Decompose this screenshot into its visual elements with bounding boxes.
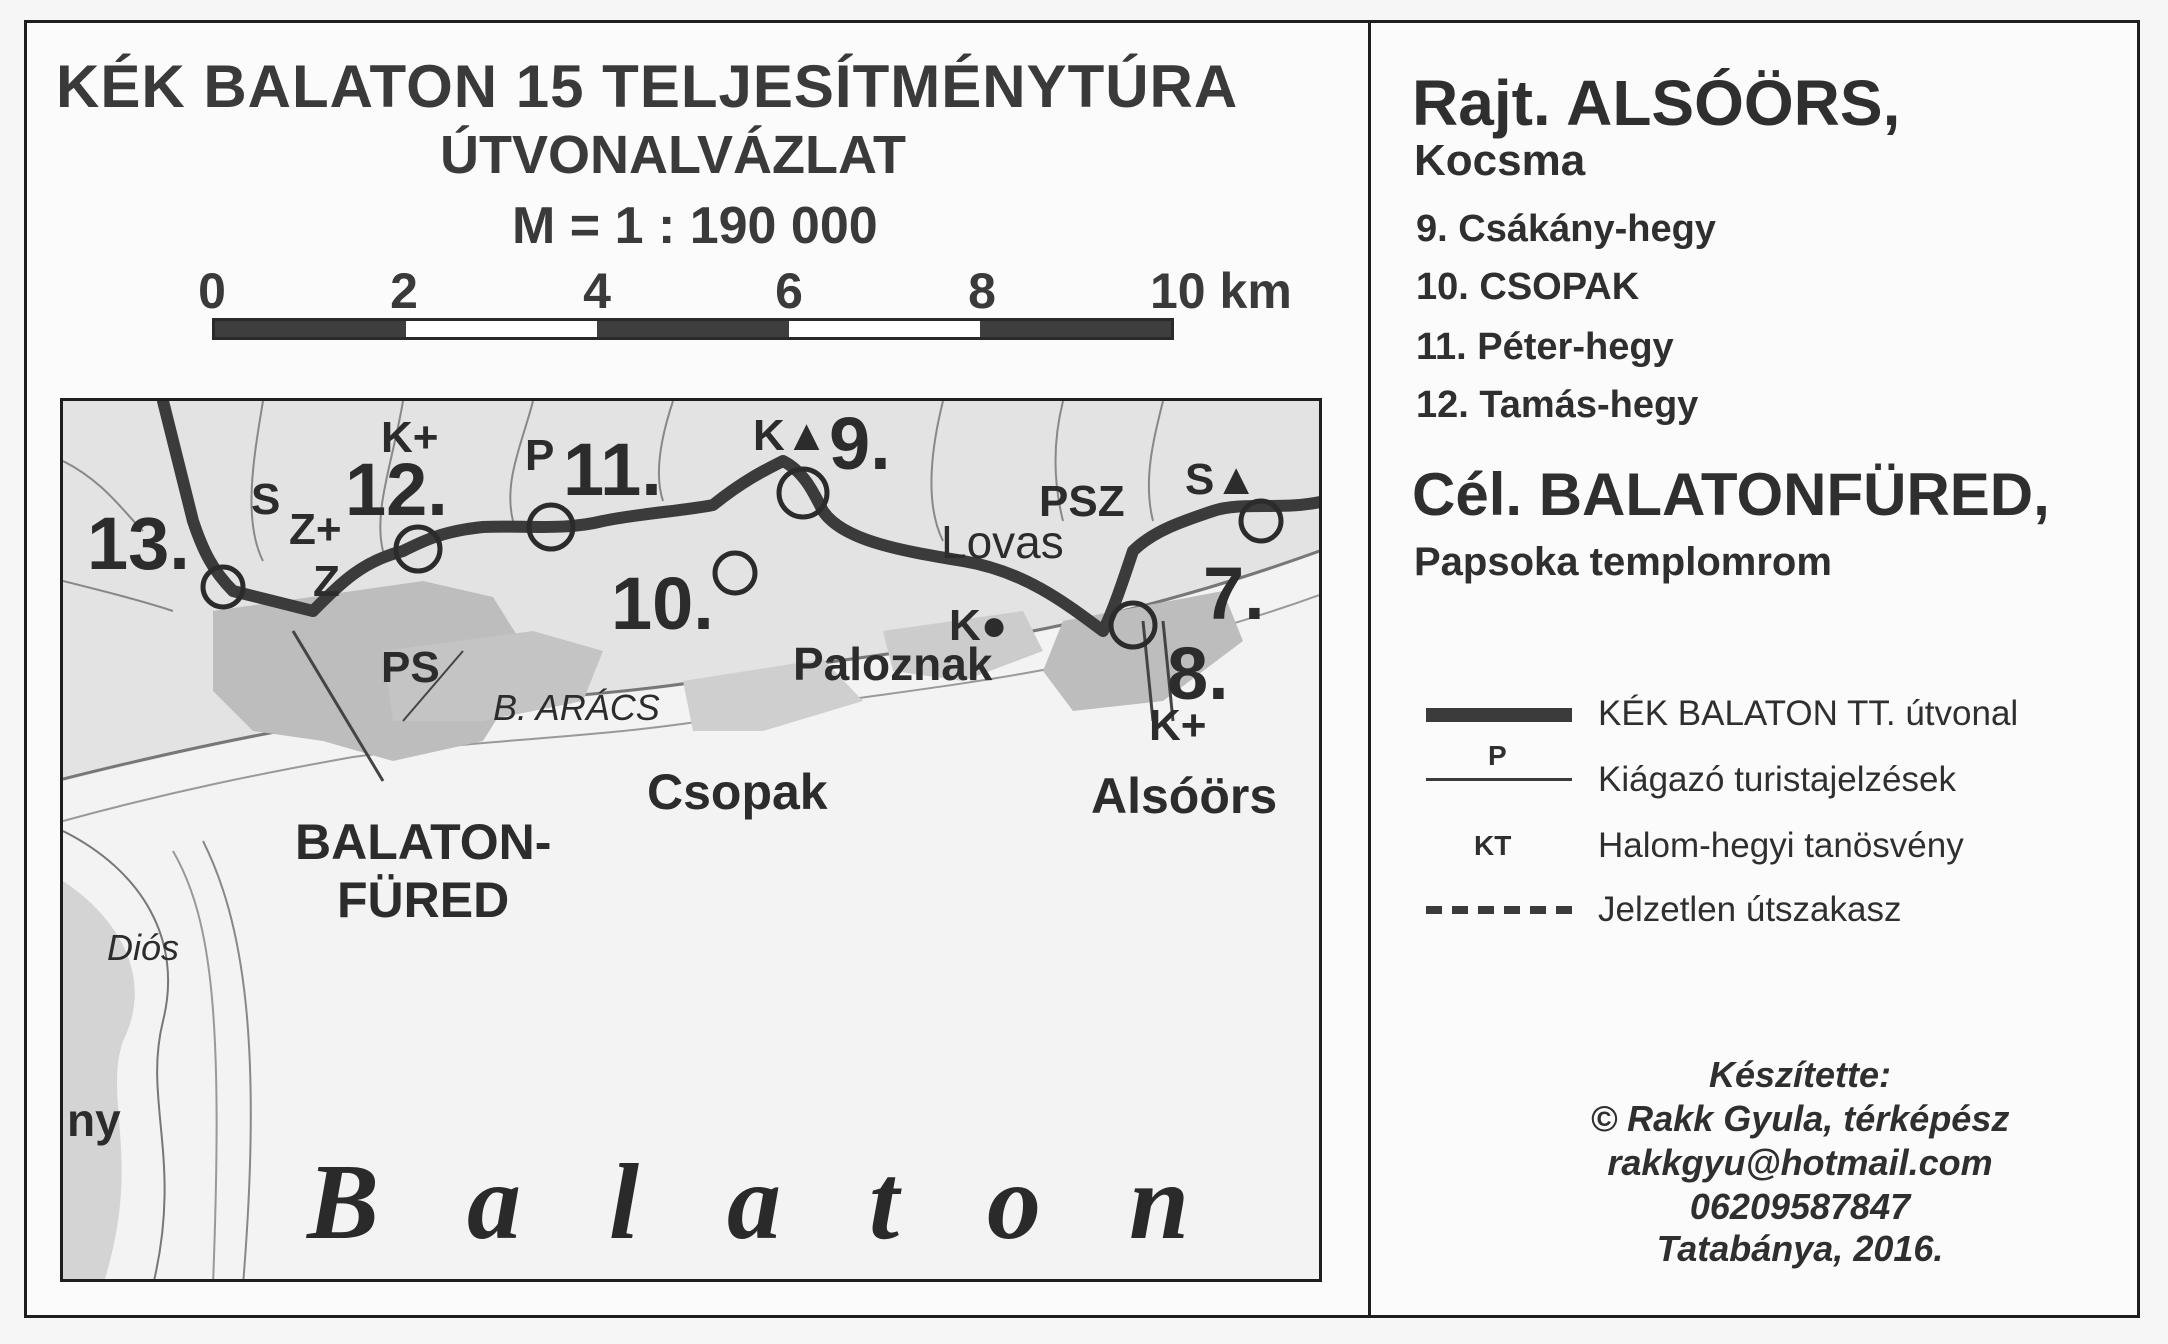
legend-unmarked-text: Jelzetlen útszakasz [1598, 890, 1902, 929]
waypoint-circle-11 [526, 502, 576, 552]
scale-label-0: 0 [198, 263, 226, 319]
town-balatonaracs: B. ARÁCS [493, 687, 660, 728]
credits-place-year: Tatabánya, 2016. [1656, 1228, 1944, 1269]
waypoint-circle-8 [1108, 600, 1158, 650]
waypoint-8: 8. [1167, 632, 1229, 715]
marker-z: Z [313, 557, 340, 606]
waypoint-circle-9 [776, 466, 830, 520]
marker-psz: PSZ [1039, 477, 1125, 526]
waypoint-7: 7. [1203, 552, 1265, 635]
legend-route-text: KÉK BALATON TT. útvonal [1598, 694, 2019, 733]
marker-z-plus: Z+ [289, 505, 342, 554]
legend-unmarked-symbol [1426, 906, 1572, 914]
stop-11: 11. Péter-hegy [1416, 326, 1674, 368]
town-lovas: Lovas [941, 516, 1064, 568]
marker-s-triangle: S▲ [1185, 455, 1258, 504]
route-map: 13. 12. 11. 10. 9. 8. 7. K+ K▲ S▲ P S Z+… [60, 398, 1322, 1282]
stop-9: 9. Csákány-hegy [1416, 208, 1716, 250]
urban-aracs [383, 631, 603, 721]
town-alsoors: Alsóörs [1091, 768, 1278, 824]
scale-label-6: 6 [775, 263, 803, 319]
town-paloznak: Paloznak [793, 638, 993, 690]
waypoint-circle-12 [393, 524, 443, 574]
map-graphics [63, 401, 1319, 1279]
town-balatonfured-line1: BALATON- [295, 814, 552, 870]
legend-branch-text: Kiágazó turistajelzések [1598, 760, 1956, 799]
legend-trail-text: Halom-hegyi tanösvény [1598, 826, 1964, 865]
stop-10: 10. CSOPAK [1416, 266, 1640, 308]
legend-trail-symbol: KT [1474, 830, 1512, 861]
start-heading: Rajt. ALSÓÖRS, [1412, 66, 1900, 140]
credits-phone: 06209587847 [1689, 1186, 1911, 1227]
scale-bar [212, 318, 1174, 340]
town-edge-ny: ny [67, 1094, 121, 1146]
town-csopak: Csopak [647, 764, 828, 820]
panel-divider [1368, 20, 1371, 1318]
marker-s: S [251, 475, 281, 524]
waypoint-10: 10. [611, 562, 714, 645]
map-title: KÉK BALATON 15 TELJESÍTMÉNYTÚRA [56, 53, 1239, 120]
legend-route-symbol [1426, 708, 1572, 722]
marker-k-plus-south: K+ [1149, 701, 1207, 750]
stop-12: 12. Tamás-hegy [1416, 384, 1699, 426]
credits-email: rakkgyu@hotmail.com [1607, 1142, 1993, 1183]
lake-label: Balaton [307, 1143, 1278, 1262]
map-subtitle: ÚTVONALVÁZLAT [440, 125, 906, 185]
legend-branch-letter: P [1488, 740, 1507, 771]
waypoint-11: 11. [563, 428, 662, 511]
town-balatonfured-line2: FÜRED [337, 872, 510, 928]
start-place: ALSÓÖRS, [1566, 67, 1901, 139]
scale-label-2: 2 [390, 263, 418, 319]
waypoint-12: 12. [345, 448, 448, 531]
finish-subtitle: Papsoka templomrom [1414, 540, 1832, 584]
town-dios: Diós [107, 927, 180, 968]
scale-label-10km: 10 km [1150, 263, 1292, 319]
waypoint-13: 13. [87, 502, 190, 585]
marker-k-triangle: K▲ [753, 411, 829, 460]
legend-branch-symbol [1426, 778, 1572, 781]
credits-made-by: Készítette: [1708, 1054, 1892, 1095]
kek-balaton-route [157, 401, 1319, 637]
credits-author: © Rakk Gyula, térképész [1590, 1098, 2010, 1139]
waypoint-circle-13 [200, 564, 246, 610]
start-subtitle: Kocsma [1414, 136, 1586, 185]
marker-p-north: P [525, 431, 555, 480]
finish-heading: Cél. BALATONFÜRED, [1412, 461, 2050, 528]
start-prefix: Rajt. [1412, 67, 1551, 139]
urban-csopak [683, 659, 863, 731]
marker-ps: PS [381, 643, 440, 692]
scale-label-4: 4 [583, 263, 611, 319]
waypoint-circle-10 [712, 550, 758, 596]
marker-k-dot: K● [949, 601, 1008, 650]
waypoint-circle-7 [1238, 498, 1284, 544]
scale-ratio: M = 1 : 190 000 [512, 197, 878, 255]
marker-k-plus-north: K+ [381, 413, 439, 462]
urban-paloznak [883, 611, 1043, 681]
scale-label-8: 8 [968, 263, 996, 319]
waypoint-9: 9. [829, 402, 891, 485]
